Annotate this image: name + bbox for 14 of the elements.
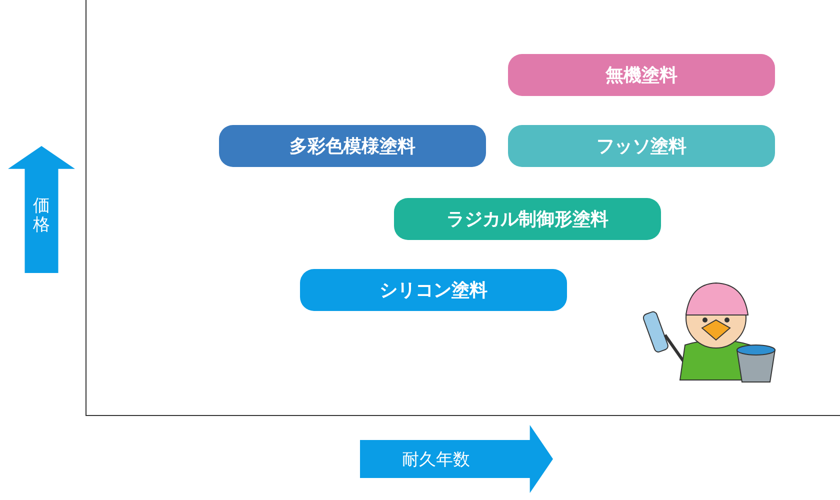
category-label: ラジカル制御形塗料: [446, 208, 608, 231]
category-label: 多彩色模様塗料: [290, 135, 416, 158]
axis-label: 耐久年数: [402, 448, 470, 470]
category-pill: [508, 54, 775, 96]
category-pill: [394, 198, 661, 240]
category-pill: [300, 269, 567, 311]
category-label: 無機塗料: [606, 64, 678, 87]
category-label: シリコン塗料: [380, 279, 488, 302]
axis-arrow: [8, 146, 75, 273]
axis-label: 価格: [33, 196, 50, 234]
axis-arrow: [360, 425, 553, 493]
category-pill: [508, 125, 775, 167]
category-label: フッソ塗料: [596, 135, 686, 158]
category-pill: [219, 125, 486, 167]
